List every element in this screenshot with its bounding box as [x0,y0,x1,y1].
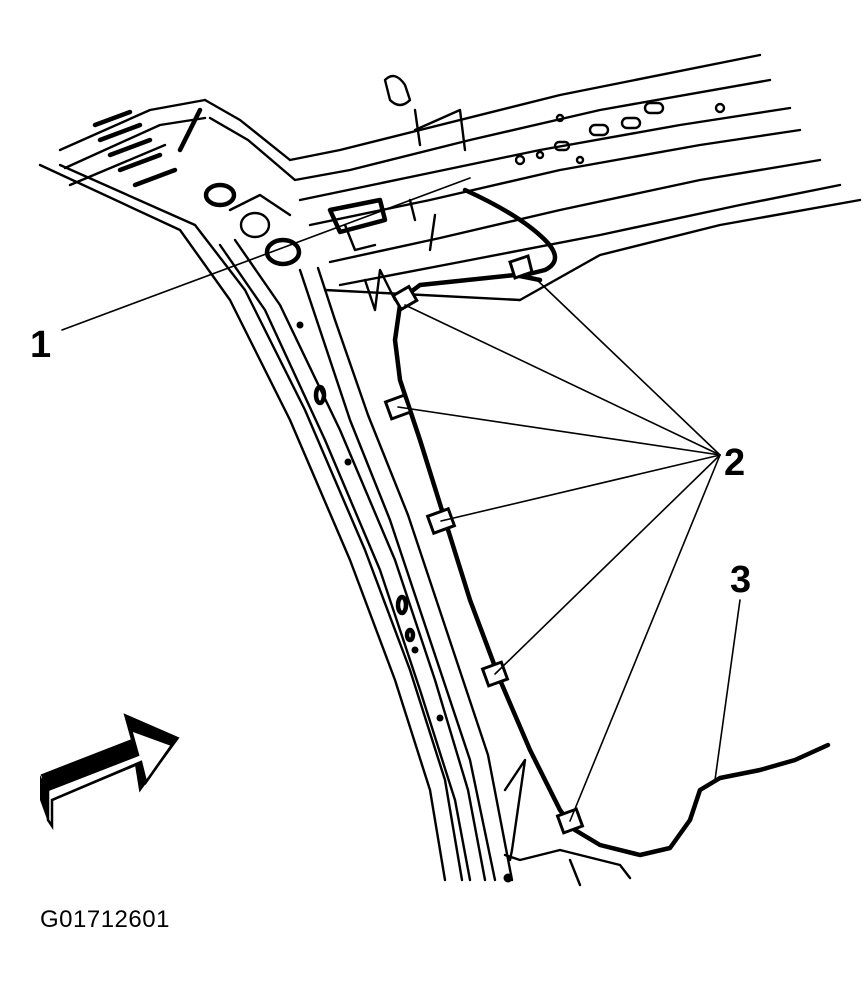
harness-clip [391,284,419,312]
callout-3-label: 3 [730,559,751,601]
forward-direction-arrow [40,713,180,831]
pillar-frame [38,163,632,887]
callout-1-label: 1 [30,324,51,366]
callout-2-label: 2 [724,442,745,484]
figure-id: G01712601 [40,906,170,933]
leader-lines [61,177,741,822]
roof-structure [58,53,862,302]
wiring-harness [363,187,831,862]
